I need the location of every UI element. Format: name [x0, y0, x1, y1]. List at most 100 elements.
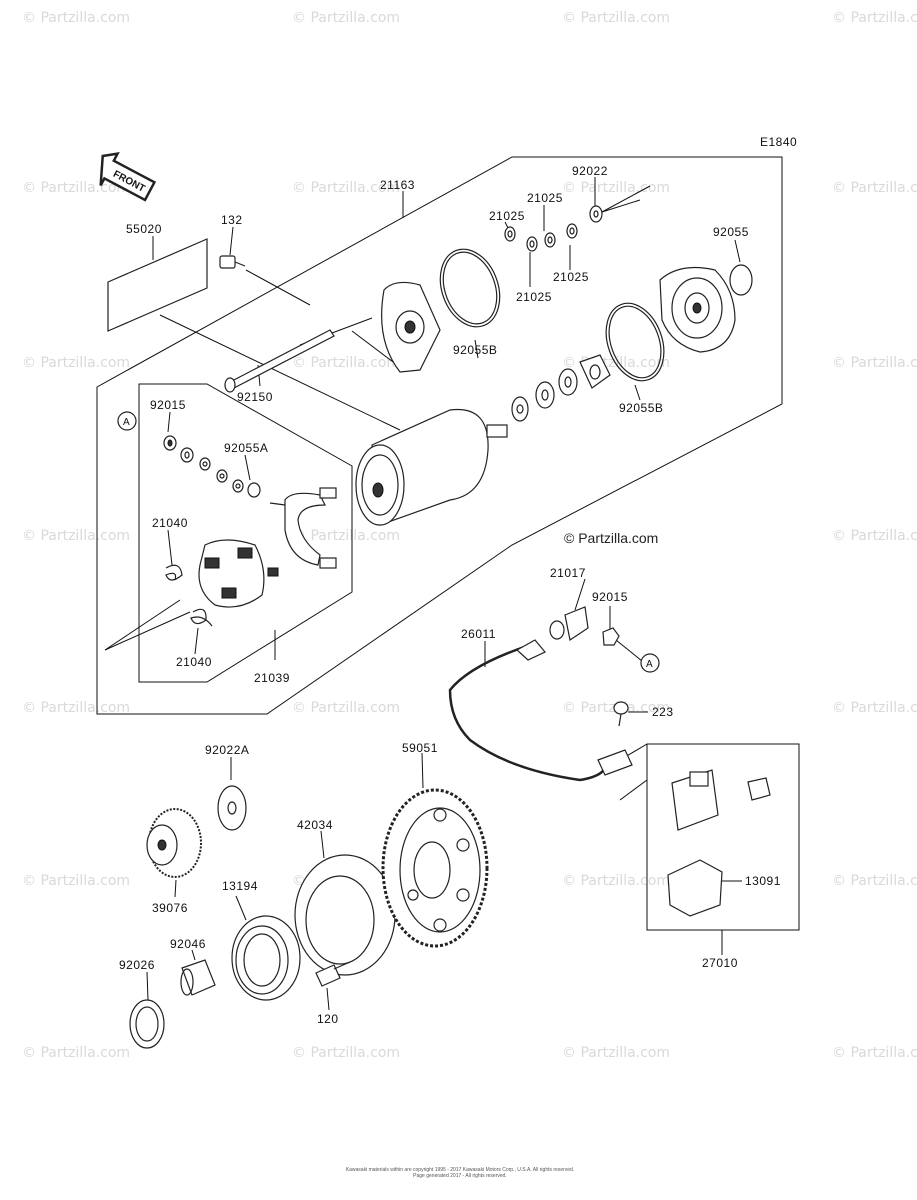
svg-text:A: A: [646, 659, 653, 670]
clutch-housing-42034: [294, 854, 396, 976]
part-label-13194: 13194: [222, 879, 258, 893]
watermark: © Partzilla.com: [832, 700, 917, 716]
part-label-92055b: 92055B: [453, 343, 497, 357]
watermark: © Partzilla.com: [292, 180, 401, 196]
copyright-line: Kawasaki materials within are copyright …: [345, 1167, 575, 1173]
watermark: © Partzilla.com: [832, 873, 917, 889]
watermark: © Partzilla.com: [562, 1045, 671, 1061]
part-label-92055a: 92055A: [224, 441, 268, 455]
part-label-21025: 21025: [516, 290, 552, 304]
part-label-21040: 21040: [176, 655, 212, 669]
relay-cover-13091: [667, 859, 723, 917]
part-label-92026: 92026: [119, 958, 155, 972]
one-way-clutch-13194: [231, 915, 301, 1001]
watermark: © Partzilla.com: [292, 528, 401, 544]
watermark: © Partzilla.com: [832, 355, 917, 371]
watermark: © Partzilla.com: [22, 873, 131, 889]
part-label-55020: 55020: [126, 222, 162, 236]
through-bolt-92150: [224, 329, 335, 393]
relay-box-frame: [646, 743, 800, 931]
callout-a-bottom: A: [640, 653, 660, 673]
watermark: © Partzilla.com: [562, 180, 671, 196]
watermark: © Partzilla.com: [292, 10, 401, 26]
bolt-132: [219, 255, 246, 269]
starter-gear-59051: [381, 788, 489, 948]
label-plate: [107, 238, 208, 332]
terminal-boot-21017: [549, 606, 589, 641]
watermark: © Partzilla.com: [22, 1045, 131, 1061]
watermark: © Partzilla.com: [832, 180, 917, 196]
needle-bearing-92046: [180, 959, 216, 996]
part-label-92046: 92046: [170, 937, 206, 951]
starter-relay: [671, 769, 771, 831]
brush-holder: [198, 539, 279, 608]
brush-washers: [163, 435, 261, 498]
washer-92022a: [217, 785, 247, 831]
part-label-13091: 13091: [745, 874, 781, 888]
starter-assembly-frame: [96, 156, 783, 715]
leader-lines: [104, 177, 742, 1011]
front-arrow-icon: FRONT: [99, 152, 157, 202]
shaft-washers: [511, 354, 611, 422]
part-label-92055b: 92055B: [619, 401, 663, 415]
washer-92026: [129, 999, 165, 1049]
watermark: © Partzilla.com: [22, 10, 131, 26]
brush-plate: [269, 487, 337, 569]
watermark: © Partzilla.com: [832, 10, 917, 26]
bolt-120: [315, 961, 351, 987]
starter-cable-26011: [448, 639, 633, 782]
part-label-27010: 27010: [702, 956, 738, 970]
nut-92015: [602, 627, 620, 646]
watermark: © Partzilla.com: [562, 873, 671, 889]
o-ring-92055b-middle: [605, 302, 665, 382]
copyright-notice: Kawasaki materials within are copyright …: [330, 1167, 590, 1179]
watermark: © Partzilla.com: [292, 355, 401, 371]
front-cover: [659, 267, 736, 353]
callout-a-top: A: [117, 411, 137, 431]
rear-cover: [381, 281, 441, 373]
part-label-132: 132: [221, 213, 243, 227]
part-label-21040: 21040: [152, 516, 188, 530]
part-label-39076: 39076: [152, 901, 188, 915]
part-label-59051: 59051: [402, 741, 438, 755]
part-label-92022: 92022: [572, 164, 608, 178]
watermark: © Partzilla.com: [562, 10, 671, 26]
part-label-92022a: 92022A: [205, 743, 249, 757]
o-ring-92055: [729, 264, 753, 296]
part-label-92015: 92015: [150, 398, 186, 412]
part-label-223: 223: [652, 705, 674, 719]
washer-set-21025: [504, 205, 603, 252]
part-label-21025: 21025: [553, 270, 589, 284]
part-label-120: 120: [317, 1012, 339, 1026]
part-label-21025: 21025: [527, 191, 563, 205]
watermark: © Partzilla.com: [22, 528, 131, 544]
spring-21040-top: [165, 564, 183, 581]
watermark: © Partzilla.com: [832, 528, 917, 544]
watermark: © Partzilla.com: [832, 1045, 917, 1061]
part-label-92015: 92015: [592, 590, 628, 604]
svg-text:A: A: [123, 417, 130, 428]
part-label-21025: 21025: [489, 209, 525, 223]
part-label-92055: 92055: [713, 225, 749, 239]
watermark: © Partzilla.com: [22, 355, 131, 371]
watermark: © Partzilla.com: [22, 180, 131, 196]
copyright-line: Page generated 2017 - All rights reserve…: [413, 1173, 507, 1179]
starter-motor: [355, 408, 508, 526]
brush-holder-frame: [138, 383, 353, 683]
part-label-21039: 21039: [254, 671, 290, 685]
part-label-92150: 92150: [237, 390, 273, 404]
part-label-42034: 42034: [297, 818, 333, 832]
part-label-26011: 26011: [461, 627, 496, 641]
diagram-code: E1840: [760, 135, 797, 149]
part-label-21017: 21017: [550, 566, 586, 580]
idle-gear-39076: [146, 808, 202, 878]
watermark: © Partzilla.com: [22, 700, 131, 716]
part-label-21163: 21163: [380, 178, 415, 192]
watermark: © Partzilla.com: [292, 1045, 401, 1061]
o-ring-92055b-top: [439, 248, 501, 328]
watermark: © Partzilla.com: [292, 700, 401, 716]
spring-21040-bottom: [190, 608, 213, 627]
screw-223: [613, 701, 629, 727]
site-watermark: © Partzilla.com: [564, 530, 659, 546]
